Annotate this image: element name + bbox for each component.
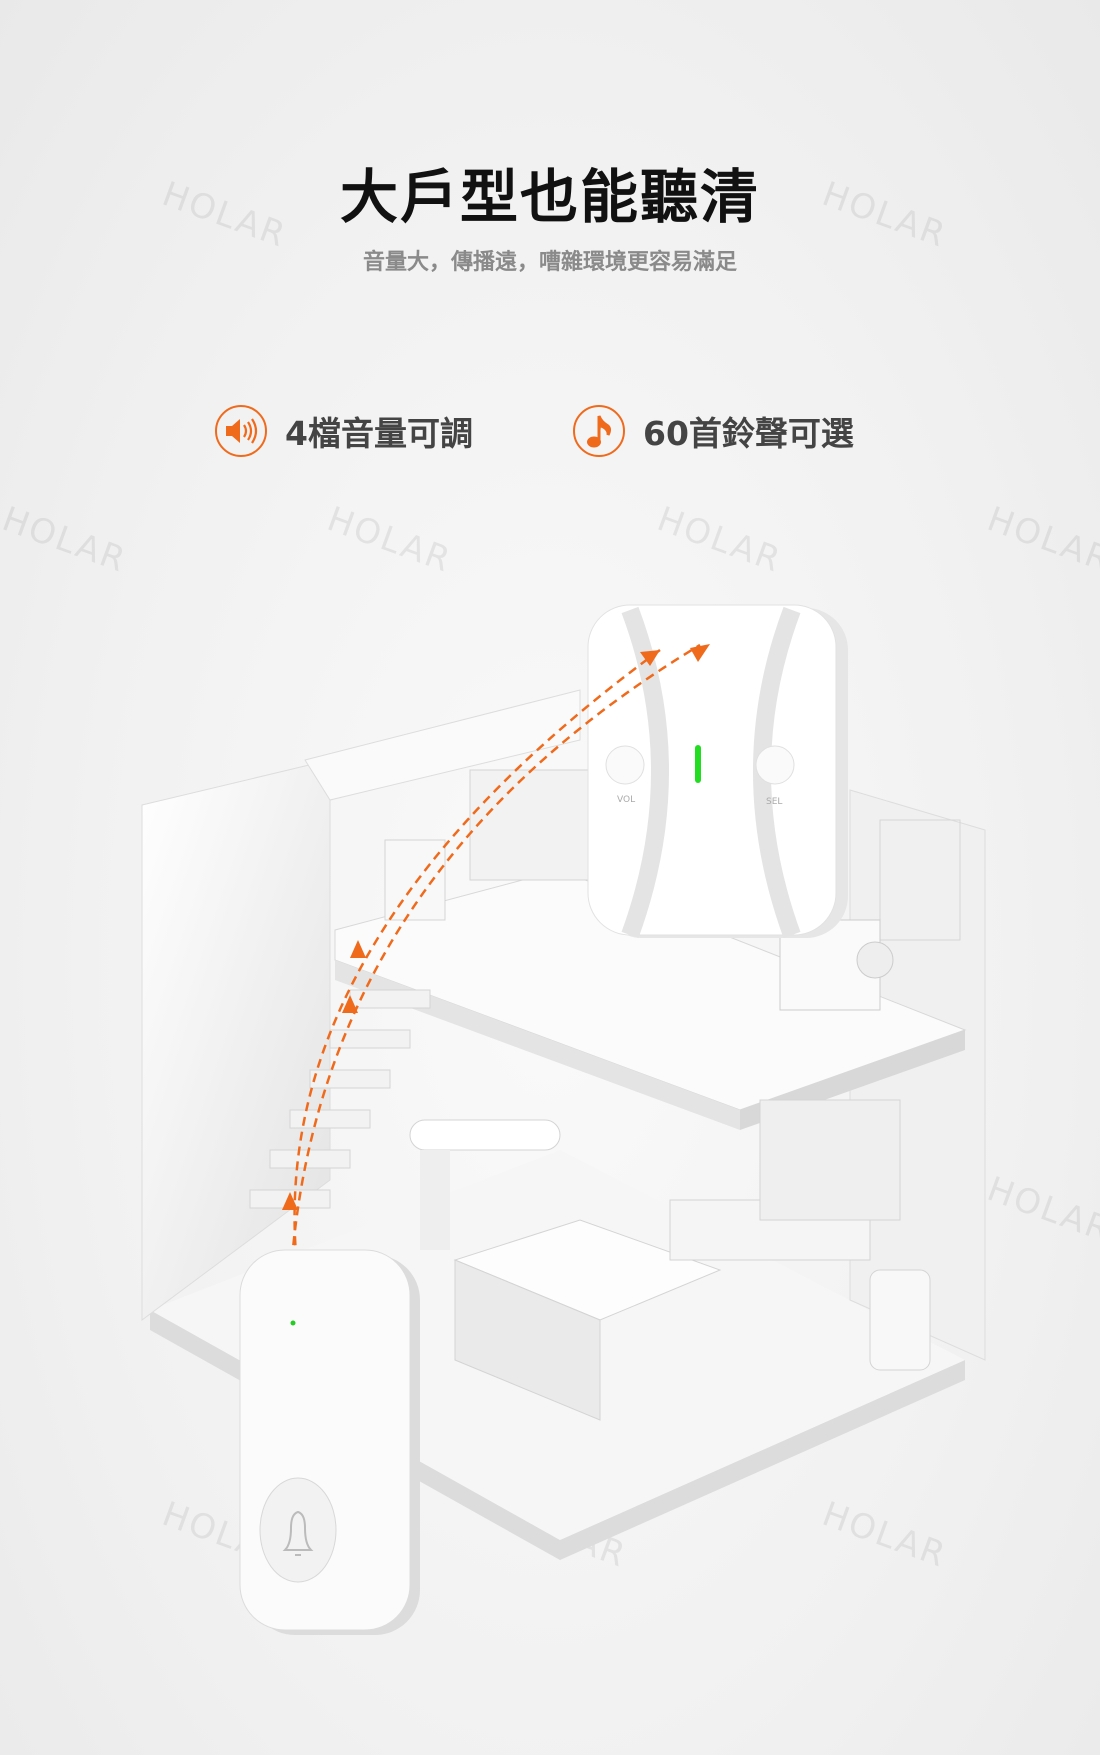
vol-label: VOL [617, 795, 635, 805]
page-title: 大戶型也能聽清 [339, 163, 760, 231]
sel-label: SEL [766, 797, 782, 807]
speaker-icon [215, 405, 267, 457]
house-illustration: VOL SEL [141, 604, 986, 1635]
bell-button [259, 1477, 337, 1583]
music-note-icon [573, 405, 625, 457]
feature-label: 60首鈴聲可選 [643, 414, 854, 453]
feature-ringtones: 60首鈴聲可選 [573, 405, 854, 457]
vol-button [605, 745, 645, 785]
sel-button [755, 745, 795, 785]
receiver-device: VOL SEL [587, 604, 848, 939]
page-subtitle: 音量大，傳播遠，嘈雜環境更容易滿足 [362, 250, 737, 275]
signal-arrows [288, 643, 701, 1291]
bell-icon [282, 1510, 314, 1556]
led-indicator [290, 1320, 296, 1326]
feature-volume: 4檔音量可調 [215, 405, 473, 457]
doorbell-transmitter [239, 1249, 420, 1635]
led-indicator [695, 745, 701, 783]
feature-label: 4檔音量可調 [285, 414, 473, 453]
